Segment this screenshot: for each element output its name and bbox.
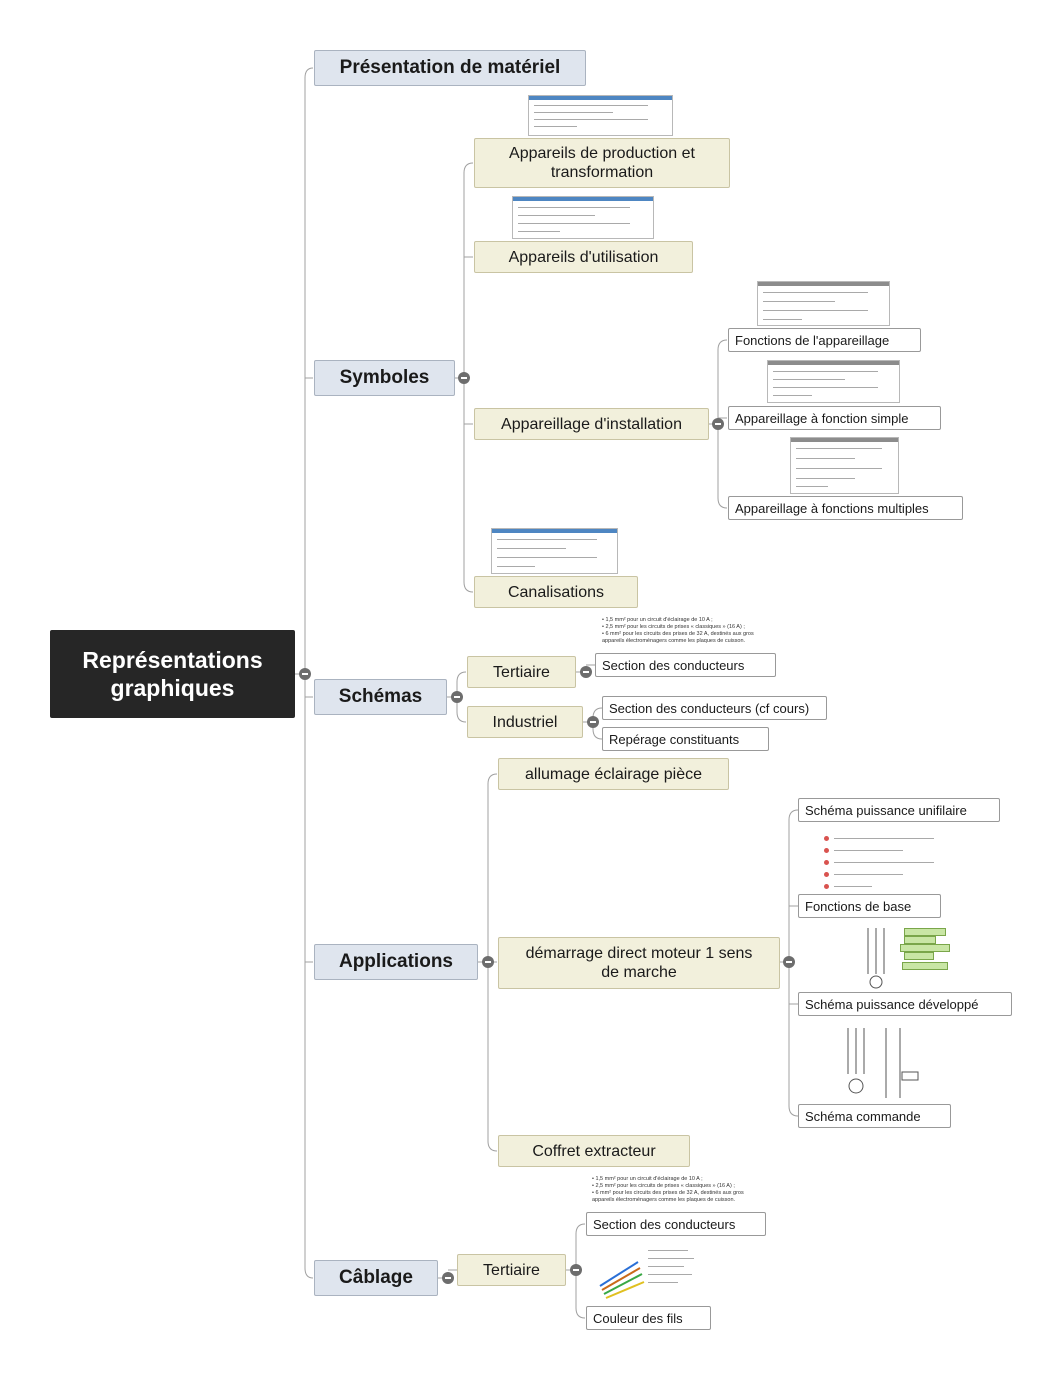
leaf-section-conducteurs[interactable]: Section des conducteurs [595, 653, 776, 677]
node-label: Schéma commande [805, 1108, 921, 1124]
symbol-table-thumbnail [528, 95, 673, 136]
collapse-toggle-demarrage[interactable] [783, 956, 795, 968]
node-label: Schéma puissance développé [805, 996, 979, 1012]
note-line: 1,5 mm² pour un circuit d'éclairage de 1… [592, 1176, 762, 1183]
branch-symboles[interactable]: Symboles [314, 360, 455, 396]
branch-schemas[interactable]: Schémas [314, 679, 447, 715]
node-label: démarrage direct moteur 1 sens de marche [525, 945, 753, 981]
wire-colors-thumbnail [598, 1242, 704, 1304]
note-line: 6 mm² pour les circuits des prises de 32… [602, 631, 772, 645]
leaf-schema-commande[interactable]: Schéma commande [798, 1104, 951, 1128]
leaf-reperage-constituants[interactable]: Repérage constituants [602, 727, 769, 751]
node-demarrage[interactable]: démarrage direct moteur 1 sens de marche [498, 937, 780, 989]
node-label: Couleur des fils [593, 1310, 683, 1326]
branch-label: Câblage [339, 1267, 413, 1288]
leaf-section-conducteurs-cours[interactable]: Section des conducteurs (cf cours) [602, 696, 827, 720]
collapse-toggle-cablage-tertiaire[interactable] [570, 1264, 582, 1276]
symbol-table-thumbnail [491, 528, 618, 574]
node-label: Section des conducteurs (cf cours) [609, 700, 810, 716]
node-cablage-tertiaire[interactable]: Tertiaire [457, 1254, 566, 1286]
note-line: 1,5 mm² pour un circuit d'éclairage de 1… [602, 617, 772, 624]
node-label: Fonctions de base [805, 898, 912, 914]
node-label: Section des conducteurs [602, 657, 745, 673]
leaf-fonction-simple[interactable]: Appareillage à fonction simple [728, 406, 941, 430]
root-node[interactable]: Représentations graphiques [50, 630, 295, 718]
node-allumage[interactable]: allumage éclairage pièce [498, 758, 729, 790]
node-label: Repérage constituants [609, 731, 740, 747]
node-schemas-industriel[interactable]: Industriel [467, 706, 583, 738]
node-label: Section des conducteurs [593, 1216, 736, 1232]
node-schemas-tertiaire[interactable]: Tertiaire [467, 656, 576, 688]
collapse-toggle-applications[interactable] [482, 956, 494, 968]
node-coffret-extracteur[interactable]: Coffret extracteur [498, 1135, 690, 1167]
circuit-command-thumbnail [836, 1024, 932, 1102]
leaf-schema-unifilaire[interactable]: Schéma puissance unifilaire [798, 798, 1000, 822]
section-notes: 1,5 mm² pour un circuit d'éclairage de 1… [592, 1176, 762, 1204]
node-canalisations[interactable]: Canalisations [474, 576, 638, 608]
note-line: 6 mm² pour les circuits des prises de 32… [592, 1190, 762, 1204]
note-line: 2,5 mm² pour les circuits de prises « cl… [592, 1183, 762, 1190]
node-label: Appareillage à fonction simple [735, 410, 909, 426]
node-utilisation[interactable]: Appareils d'utilisation [474, 241, 693, 273]
node-installation[interactable]: Appareillage d'installation [474, 408, 709, 440]
collapse-toggle-installation[interactable] [712, 418, 724, 430]
branch-label: Symboles [339, 367, 430, 388]
branch-applications[interactable]: Applications [314, 944, 478, 980]
leaf-cablage-section-conducteurs[interactable]: Section des conducteurs [586, 1212, 766, 1236]
node-label: allumage éclairage pièce [525, 765, 702, 783]
circuit-power-thumbnail [858, 926, 950, 990]
collapse-toggle-root[interactable] [299, 668, 311, 680]
collapse-toggle-symboles[interactable] [458, 372, 470, 384]
leaf-fonctions-multiples[interactable]: Appareillage à fonctions multiples [728, 496, 963, 520]
leaf-couleur-fils[interactable]: Couleur des fils [586, 1306, 711, 1330]
branch-presentation[interactable]: Présentation de matériel [314, 50, 586, 86]
branch-label: Schémas [338, 686, 423, 707]
node-label: Canalisations [507, 583, 605, 601]
fonctions-base-thumbnail [820, 826, 945, 892]
node-label: Appareillage à fonctions multiples [735, 500, 929, 516]
branch-label: Présentation de matériel [339, 57, 561, 78]
collapse-toggle-schemas[interactable] [451, 691, 463, 703]
node-label: Appareillage d'installation [501, 415, 682, 433]
leaf-fonctions-base[interactable]: Fonctions de base [798, 894, 941, 918]
node-label: Tertiaire [483, 1261, 540, 1279]
node-label: Tertiaire [493, 663, 550, 681]
node-label: Industriel [492, 713, 558, 731]
collapse-toggle-cablage[interactable] [442, 1272, 454, 1284]
branch-cablage[interactable]: Câblage [314, 1260, 438, 1296]
node-label: Appareils d'utilisation [508, 248, 659, 266]
symbol-table-thumbnail [757, 281, 890, 326]
branch-label: Applications [338, 951, 453, 972]
node-label: Schéma puissance unifilaire [805, 802, 967, 818]
node-label: Appareils de production et transformatio… [509, 145, 695, 181]
collapse-toggle-schemas-tertiaire[interactable] [580, 666, 592, 678]
leaf-schema-developpe[interactable]: Schéma puissance développé [798, 992, 1012, 1016]
symbol-table-thumbnail [767, 360, 900, 403]
root-label: Représentations graphiques [82, 647, 263, 701]
node-label: Fonctions de l'appareillage [735, 332, 890, 348]
collapse-toggle-schemas-industriel[interactable] [587, 716, 599, 728]
node-production[interactable]: Appareils de production et transformatio… [474, 138, 730, 188]
section-notes: 1,5 mm² pour un circuit d'éclairage de 1… [602, 617, 772, 645]
node-label: Coffret extracteur [532, 1142, 656, 1160]
leaf-fonctions-appareillage[interactable]: Fonctions de l'appareillage [728, 328, 921, 352]
note-line: 2,5 mm² pour les circuits de prises « cl… [602, 624, 772, 631]
symbol-table-thumbnail [512, 196, 654, 239]
symbol-table-thumbnail [790, 437, 899, 494]
